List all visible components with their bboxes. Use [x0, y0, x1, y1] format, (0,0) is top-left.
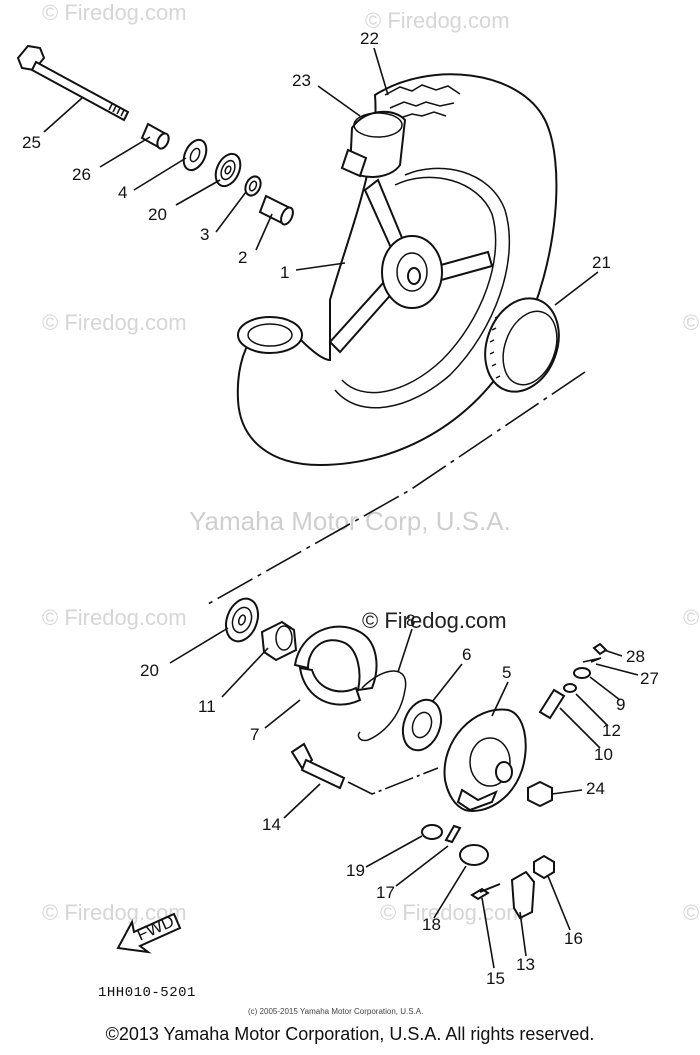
watermarks: © Firedog.com © Firedog.com © Firedog.co…	[42, 0, 700, 925]
leader-lines	[43, 47, 639, 969]
callout-2: 2	[238, 248, 247, 267]
clip-17	[444, 824, 462, 844]
callout-15: 15	[486, 969, 505, 988]
callout-11: 11	[198, 697, 216, 716]
callout-21: 21	[592, 253, 611, 272]
axle-nut	[527, 780, 553, 808]
nut-16	[533, 854, 555, 880]
watermark-right-1: © Firedog.com	[683, 310, 700, 335]
callout-labels: 25 26 4 20 3 2 1 23 22 21 20 11 7 8 6 5 …	[22, 29, 659, 988]
callout-3: 3	[200, 225, 209, 244]
callout-8: 8	[406, 611, 415, 630]
callout-26: 26	[72, 165, 91, 184]
oil-seal-lower	[401, 698, 443, 752]
callout-22: 22	[360, 29, 379, 48]
callout-24: 24	[586, 779, 605, 798]
small-copyright: (c) 2005-2015 Yamaha Motor Corporation, …	[248, 1007, 423, 1016]
callout-14: 14	[262, 815, 281, 834]
axle-bolt	[16, 44, 130, 122]
callout-7: 7	[250, 725, 259, 744]
wheel-assembly	[236, 73, 558, 467]
callout-25: 25	[22, 133, 41, 152]
callout-23: 23	[292, 71, 311, 90]
diagram-code: 1HH010-5201	[98, 985, 196, 1001]
bearing-upper	[214, 152, 242, 188]
watermark-right-3: © Firedog.com	[683, 900, 700, 925]
watermark-top-left: © Firedog.com	[42, 0, 187, 25]
pin-27	[582, 657, 602, 663]
callout-5: 5	[502, 663, 511, 682]
watermark-left-1: © Firedog.com	[42, 310, 187, 335]
circlip	[244, 175, 262, 197]
return-spring	[459, 844, 489, 866]
bolt-15	[470, 883, 501, 901]
callout-10: 10	[594, 745, 613, 764]
callout-27: 27	[640, 669, 659, 688]
brake-plate	[443, 708, 527, 812]
cam-dashed-line	[347, 767, 439, 795]
callout-17: 17	[376, 883, 395, 902]
washer-12	[563, 683, 577, 693]
oil-seal	[182, 138, 208, 172]
watermark-center: Yamaha Motor Corp, U.S.A.	[189, 506, 511, 536]
spring	[357, 670, 407, 742]
watermark-mid-dark: © Firedog.com	[362, 608, 507, 633]
adjuster	[538, 688, 566, 720]
bearing-lower	[225, 597, 259, 643]
rim-band	[484, 297, 560, 393]
callout-19: 19	[346, 861, 365, 880]
callout-28: 28	[626, 647, 645, 666]
cam-lever	[510, 870, 536, 920]
spacer	[258, 194, 294, 226]
callout-18: 18	[422, 915, 441, 934]
callout-20-lower: 20	[140, 661, 159, 680]
callout-20-upper: 20	[148, 205, 167, 224]
callout-13: 13	[516, 955, 535, 974]
callout-12: 12	[602, 721, 621, 740]
brake-shoe	[293, 625, 378, 706]
collar	[140, 122, 170, 150]
washer-19	[421, 824, 443, 840]
cotter-pin	[592, 642, 608, 656]
callout-6: 6	[462, 645, 471, 664]
callout-9: 9	[616, 695, 625, 714]
watermark-right-2: © Firedog.com	[683, 605, 700, 630]
brake-cam	[290, 742, 346, 790]
watermark-left-2: © Firedog.com	[42, 605, 187, 630]
watermark-lower-mid: © Firedog.com	[380, 900, 525, 925]
callout-4: 4	[118, 183, 127, 202]
assembly-line	[207, 371, 586, 605]
callout-16: 16	[564, 929, 583, 948]
watermark-top-right: © Firedog.com	[365, 8, 510, 33]
washer-9	[573, 667, 591, 679]
cam-collar	[260, 620, 298, 662]
footer-copyright: ©2013 Yamaha Motor Corporation, U.S.A. A…	[105, 1024, 595, 1044]
callout-1: 1	[280, 263, 289, 282]
